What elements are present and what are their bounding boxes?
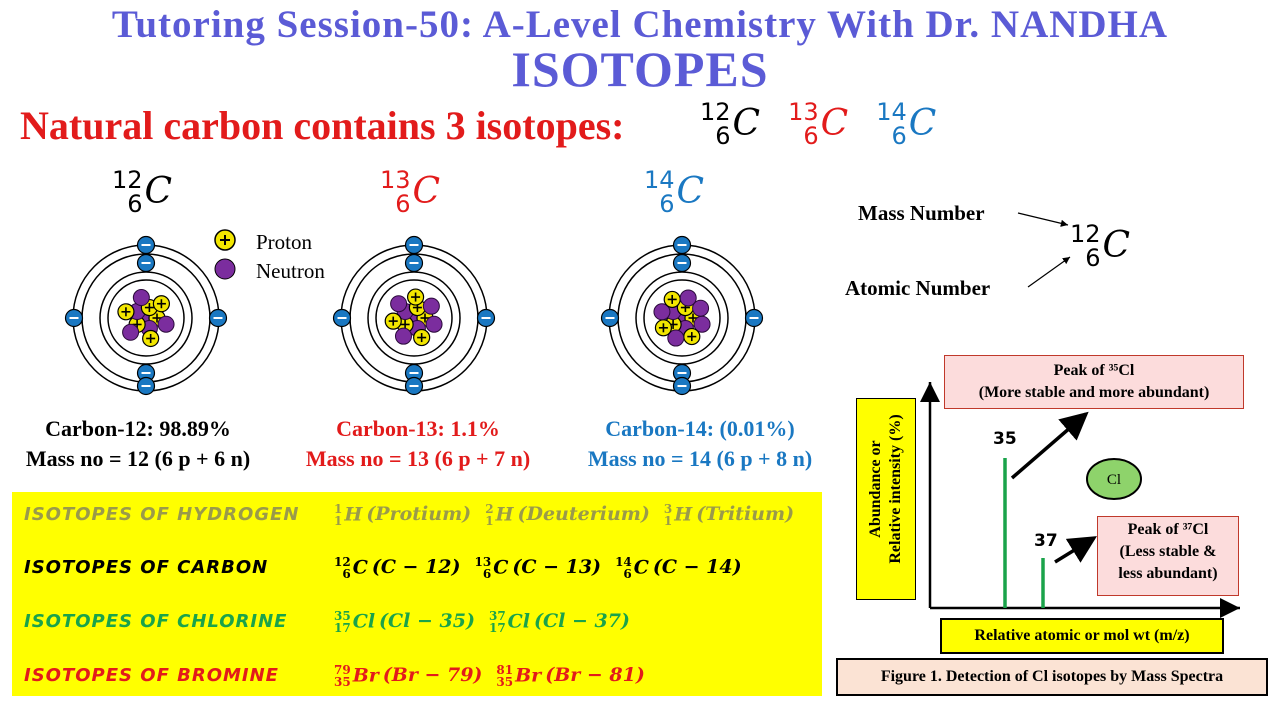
atom1-caption: Carbon-12: 98.89% Mass no = 12 (6 p + 6 … bbox=[0, 414, 276, 474]
atomic-number-label: Atomic Number bbox=[845, 276, 991, 300]
neutron-legend-icon bbox=[214, 258, 236, 280]
peak35-label: 35 bbox=[993, 429, 1017, 449]
atom1-massno: Mass no = 12 (6 p + 6 n) bbox=[25, 446, 251, 471]
neutron-icon bbox=[394, 327, 412, 345]
carbon-atom-3 bbox=[600, 235, 764, 396]
atom3-massno: Mass no = 14 (6 p + 8 n) bbox=[587, 446, 813, 471]
isotope-row-name: ISOTOPES OF BROMINE bbox=[24, 665, 279, 686]
isotope-table bbox=[12, 492, 822, 696]
mass-number-label: Mass Number bbox=[858, 201, 985, 225]
figure-caption: Figure 1. Detection of Cl isotopes by Ma… bbox=[836, 658, 1268, 696]
neutron-icon bbox=[422, 297, 440, 315]
page-title: Tutoring Session-50: A-Level Chemistry W… bbox=[111, 3, 1169, 46]
isotope-row-name: ISOTOPES OF HYDROGEN bbox=[24, 504, 300, 525]
peak37-label: 37 bbox=[1034, 531, 1058, 551]
notation-arrows bbox=[1017, 212, 1071, 288]
peak35-callout: Peak of ³⁵Cl (More stable and more abund… bbox=[944, 355, 1244, 409]
neutron-icon bbox=[667, 329, 685, 347]
peak37-arrow bbox=[1054, 536, 1097, 564]
carbon-atom-2 bbox=[332, 235, 496, 396]
y-axis-label-box: Abundance or Relative intensity (%) bbox=[856, 398, 916, 600]
atomic-arrow bbox=[1027, 256, 1071, 288]
legend-proton-label: Proton bbox=[256, 230, 313, 254]
neutron-icon bbox=[425, 315, 443, 333]
carbon-atom-1 bbox=[64, 235, 228, 396]
legend-markers bbox=[214, 229, 236, 280]
neutron-icon bbox=[132, 289, 150, 307]
isotope-row-name: ISOTOPES OF CHLORINE bbox=[24, 611, 288, 632]
mass-arrow bbox=[1017, 212, 1069, 227]
cl-atom-label: Cl bbox=[1107, 472, 1121, 488]
mass-spectrum-chart: Cl 35 37 bbox=[920, 382, 1240, 618]
legend-neutron-label: Neutron bbox=[256, 259, 325, 283]
cl-atom-icon bbox=[1086, 458, 1142, 500]
isotope-row-name: ISOTOPES OF CARBON bbox=[24, 557, 269, 578]
neutron-icon bbox=[122, 323, 140, 341]
atom2-massno: Mass no = 13 (6 p + 7 n) bbox=[305, 446, 531, 471]
peak37-callout: Peak of ³⁷Cl (Less stable & less abundan… bbox=[1097, 516, 1239, 596]
peak35-arrow bbox=[1010, 411, 1089, 480]
atom3-caption: Carbon-14: (0.01%) Mass no = 14 (6 p + 8… bbox=[562, 414, 838, 474]
headline: Natural carbon contains 3 isotopes: bbox=[20, 103, 625, 148]
atom-diagrams bbox=[64, 235, 764, 396]
neutron-icon bbox=[679, 289, 697, 307]
atom1-abundance: Carbon-12: 98.89% bbox=[45, 416, 231, 441]
inner-shell-inner bbox=[375, 279, 453, 357]
atom2-abundance: Carbon-13: 1.1% bbox=[336, 416, 500, 441]
page-subtitle: ISOTOPES bbox=[511, 41, 769, 97]
atom2-caption: Carbon-13: 1.1% Mass no = 13 (6 p + 7 n) bbox=[280, 414, 556, 474]
neutron-icon bbox=[390, 295, 408, 313]
inner-shell-inner bbox=[107, 279, 185, 357]
neutron-icon bbox=[692, 299, 710, 317]
neutron-icon bbox=[653, 303, 671, 321]
neutron-icon bbox=[157, 315, 175, 333]
x-axis-label: Relative atomic or mol wt (m/z) bbox=[940, 618, 1224, 654]
atom3-abundance: Carbon-14: (0.01%) bbox=[605, 416, 795, 441]
inner-shell-inner bbox=[643, 279, 721, 357]
